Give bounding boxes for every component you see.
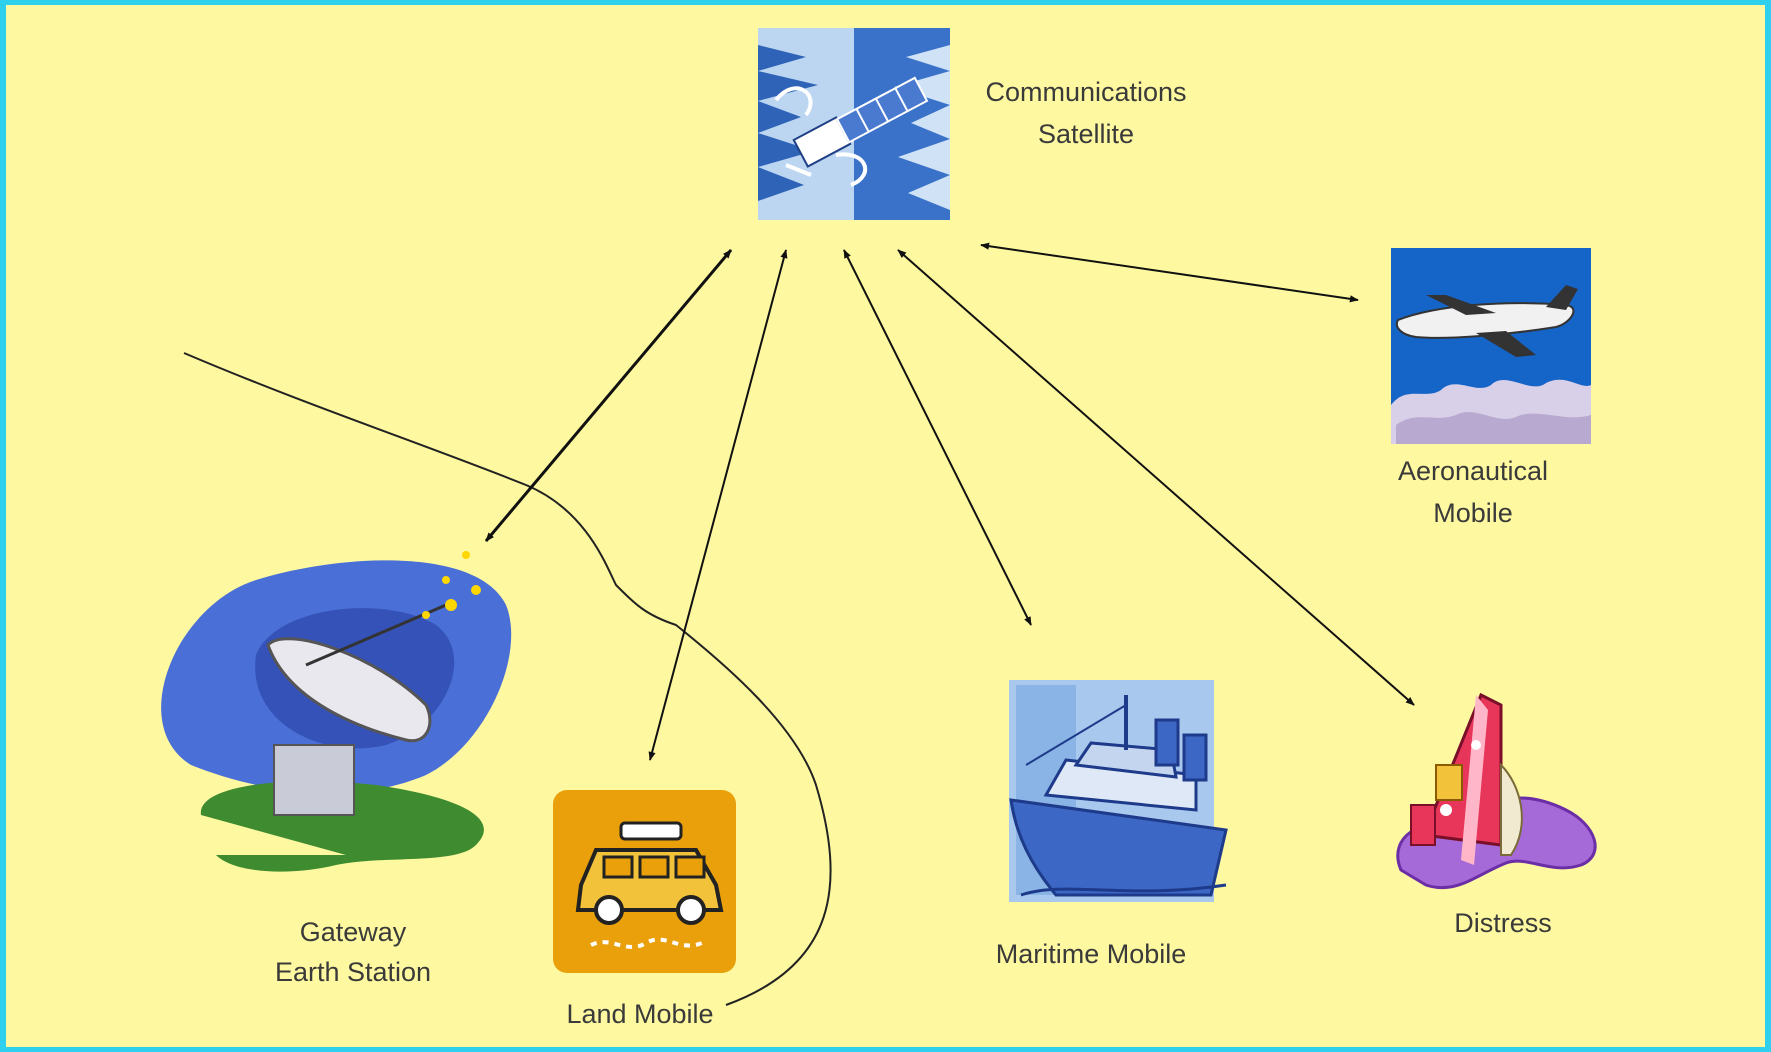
link-land xyxy=(648,249,788,761)
link-gateway xyxy=(484,249,733,542)
link-arrows xyxy=(484,242,1415,761)
coastline-curve xyxy=(183,352,832,1006)
link-maritime xyxy=(843,249,1032,626)
link-distress xyxy=(897,249,1415,706)
satellite-label-line2: Satellite xyxy=(1038,119,1134,149)
gateway-label-line1: Gateway xyxy=(300,917,407,947)
link-aero xyxy=(980,242,1359,303)
land-label: Land Mobile xyxy=(566,999,713,1029)
car-icon xyxy=(553,790,736,973)
satellite-icon xyxy=(758,28,950,220)
gateway-label-line2: Earth Station xyxy=(275,957,431,987)
aero-label-line1: Aeronautical xyxy=(1398,456,1548,486)
airplane-icon xyxy=(1391,248,1591,444)
satellite-dish-icon xyxy=(161,551,512,872)
sinking-ship-icon xyxy=(1396,692,1597,890)
diagram-svg: Communications Satellite Aeronautical Mo… xyxy=(161,28,1597,1029)
aero-label-line2: Mobile xyxy=(1433,498,1513,528)
maritime-label: Maritime Mobile xyxy=(996,939,1187,969)
diagram-canvas: Communications Satellite Aeronautical Mo… xyxy=(6,5,1765,1047)
ship-icon xyxy=(1009,680,1228,902)
distress-label: Distress xyxy=(1454,908,1552,938)
satellite-label-line1: Communications xyxy=(985,77,1186,107)
